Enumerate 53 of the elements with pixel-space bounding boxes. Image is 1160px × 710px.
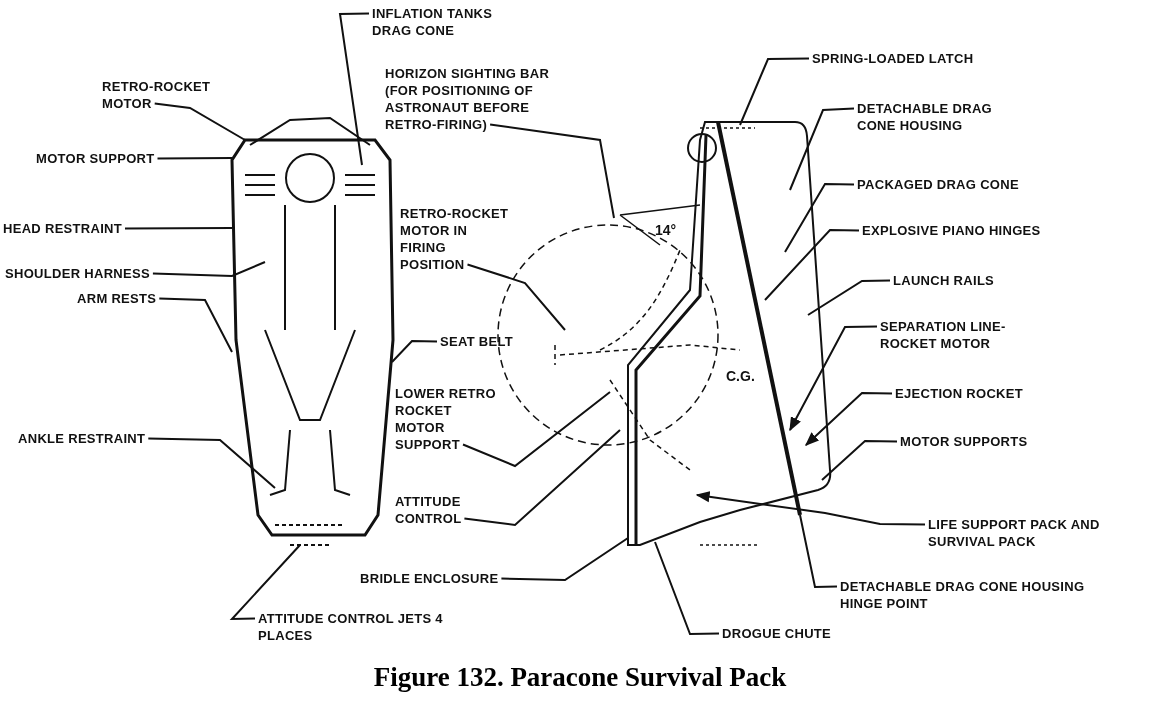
leader-line xyxy=(489,123,615,219)
leader-line xyxy=(799,514,838,588)
leader-line xyxy=(500,537,629,581)
part-label: LIFE SUPPORT PACK AND SURVIVAL PACK xyxy=(928,516,1160,550)
part-label: LOWER RETRO ROCKET MOTOR SUPPORT xyxy=(395,385,505,453)
part-label: PACKAGED DRAG CONE xyxy=(857,176,1019,193)
leader-line xyxy=(466,263,566,331)
leader-line xyxy=(695,491,926,526)
part-label: MOTOR SUPPORT xyxy=(36,150,155,167)
part-label: HEAD RESTRAINT xyxy=(3,220,123,237)
leader-line xyxy=(784,183,855,253)
leader-line xyxy=(151,261,266,277)
leader-line xyxy=(338,12,370,166)
part-label: SEPARATION LINE- ROCKET MOTOR xyxy=(880,318,1030,352)
leader-line xyxy=(739,57,810,126)
leader-line xyxy=(804,392,893,446)
leader-line xyxy=(789,107,855,191)
leader-line xyxy=(158,297,233,353)
center-of-gravity-label: C.G. xyxy=(726,368,755,384)
leader-line xyxy=(789,325,878,432)
part-label: RETRO-ROCKET MOTOR IN FIRING POSITION xyxy=(400,205,512,273)
leader-line xyxy=(807,279,891,316)
part-label: MOTOR SUPPORTS xyxy=(900,433,1028,450)
part-label: EXPLOSIVE PIANO HINGES xyxy=(862,222,1041,239)
leader-line xyxy=(463,429,621,527)
part-label: SPRING-LOADED LATCH xyxy=(812,50,974,67)
part-label: DETACHABLE DRAG CONE HOUSING HINGE POINT xyxy=(840,578,1130,612)
leader-line xyxy=(391,340,438,363)
leader-line xyxy=(153,102,246,141)
part-label: SHOULDER HARNESS xyxy=(5,265,150,282)
part-label: EJECTION ROCKET xyxy=(895,385,1023,402)
leader-line xyxy=(462,391,611,468)
part-label: LAUNCH RAILS xyxy=(893,272,995,289)
leader-line xyxy=(229,544,301,621)
part-label: BRIDLE ENCLOSURE xyxy=(360,570,499,587)
part-label: ATTITUDE CONTROL JETS 4 PLACES xyxy=(258,610,458,644)
part-label: DETACHABLE DRAG CONE HOUSING xyxy=(857,100,1017,134)
part-label: ATTITUDE CONTROL xyxy=(395,493,490,527)
leader-line xyxy=(156,157,233,160)
part-label: HORIZON SIGHTING BAR (FOR POSITIONING OF ASTRONAUT BEFORE RETRO-FIRING) xyxy=(385,65,570,133)
leader-line xyxy=(124,227,233,230)
part-label: INFLATION TANKS DRAG CONE xyxy=(372,5,497,39)
part-label: DROGUE CHUTE xyxy=(722,625,832,642)
leader-line xyxy=(821,440,898,481)
part-label: ARM RESTS xyxy=(77,290,157,307)
leader-line xyxy=(147,437,276,489)
angle-label: 14° xyxy=(655,222,677,238)
leader-line xyxy=(764,229,860,301)
figure-caption: Figure 132. Paracone Survival Pack xyxy=(372,662,788,693)
part-label: SEAT BELT xyxy=(440,333,513,350)
part-label: ANKLE RESTRAINT xyxy=(18,430,146,447)
leader-line xyxy=(654,541,720,635)
part-label: RETRO-ROCKET MOTOR xyxy=(102,78,252,112)
